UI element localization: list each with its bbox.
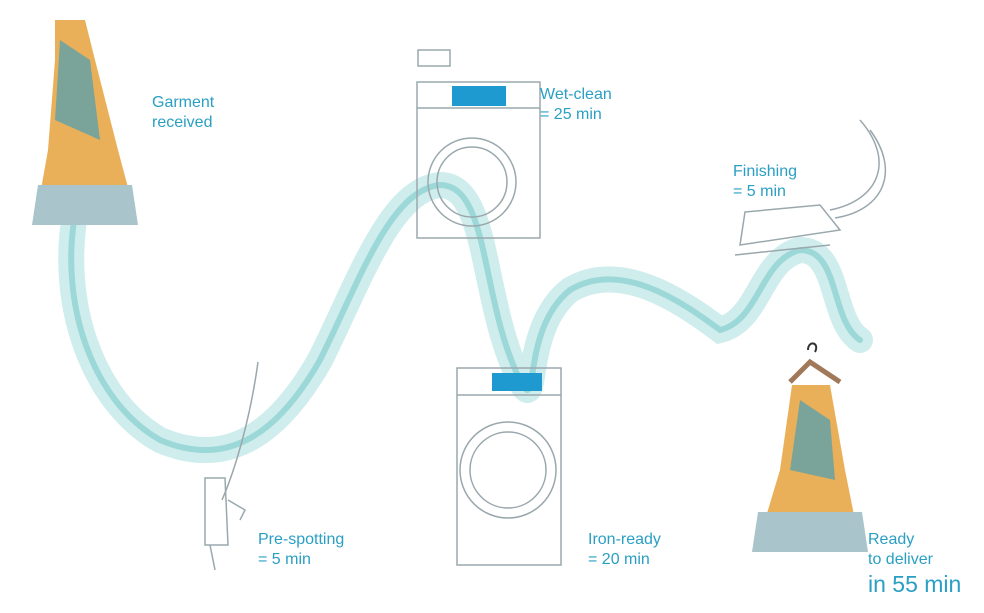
step-finishing: Finishing = 5 min	[733, 162, 797, 202]
step-title: Ready	[868, 531, 915, 548]
water-splash	[58, 171, 873, 463]
step-ready: Ready to deliver in 55 min	[868, 530, 961, 598]
step-title: Iron-ready	[588, 531, 661, 548]
step-duration: = 20 min	[588, 551, 650, 568]
step-subtitle: to deliver	[868, 551, 933, 568]
washer-icon	[416, 49, 541, 239]
step-garment-received: Garment received	[152, 93, 214, 133]
garment-dress-icon	[32, 20, 138, 225]
step-title: Garment	[152, 94, 215, 111]
steam-iron-icon	[734, 119, 887, 256]
spotting-gun-icon	[204, 361, 259, 571]
step-title: Finishing	[733, 163, 798, 180]
step-title: Pre-spotting	[258, 531, 345, 548]
step-duration: = 5 min	[258, 551, 311, 568]
step-iron-ready: Iron-ready = 20 min	[588, 530, 661, 570]
step-subtitle: received	[152, 114, 213, 131]
dryer-icon	[456, 367, 562, 566]
step-wet-clean: Wet-clean = 25 min	[540, 85, 612, 125]
step-pre-spotting: Pre-spotting = 5 min	[258, 530, 344, 570]
total-time: in 55 min	[868, 571, 962, 597]
step-duration: = 5 min	[733, 183, 786, 200]
hanger-garment-icon	[752, 342, 868, 552]
step-title: Wet-clean	[540, 86, 612, 103]
step-duration: = 25 min	[540, 106, 602, 123]
